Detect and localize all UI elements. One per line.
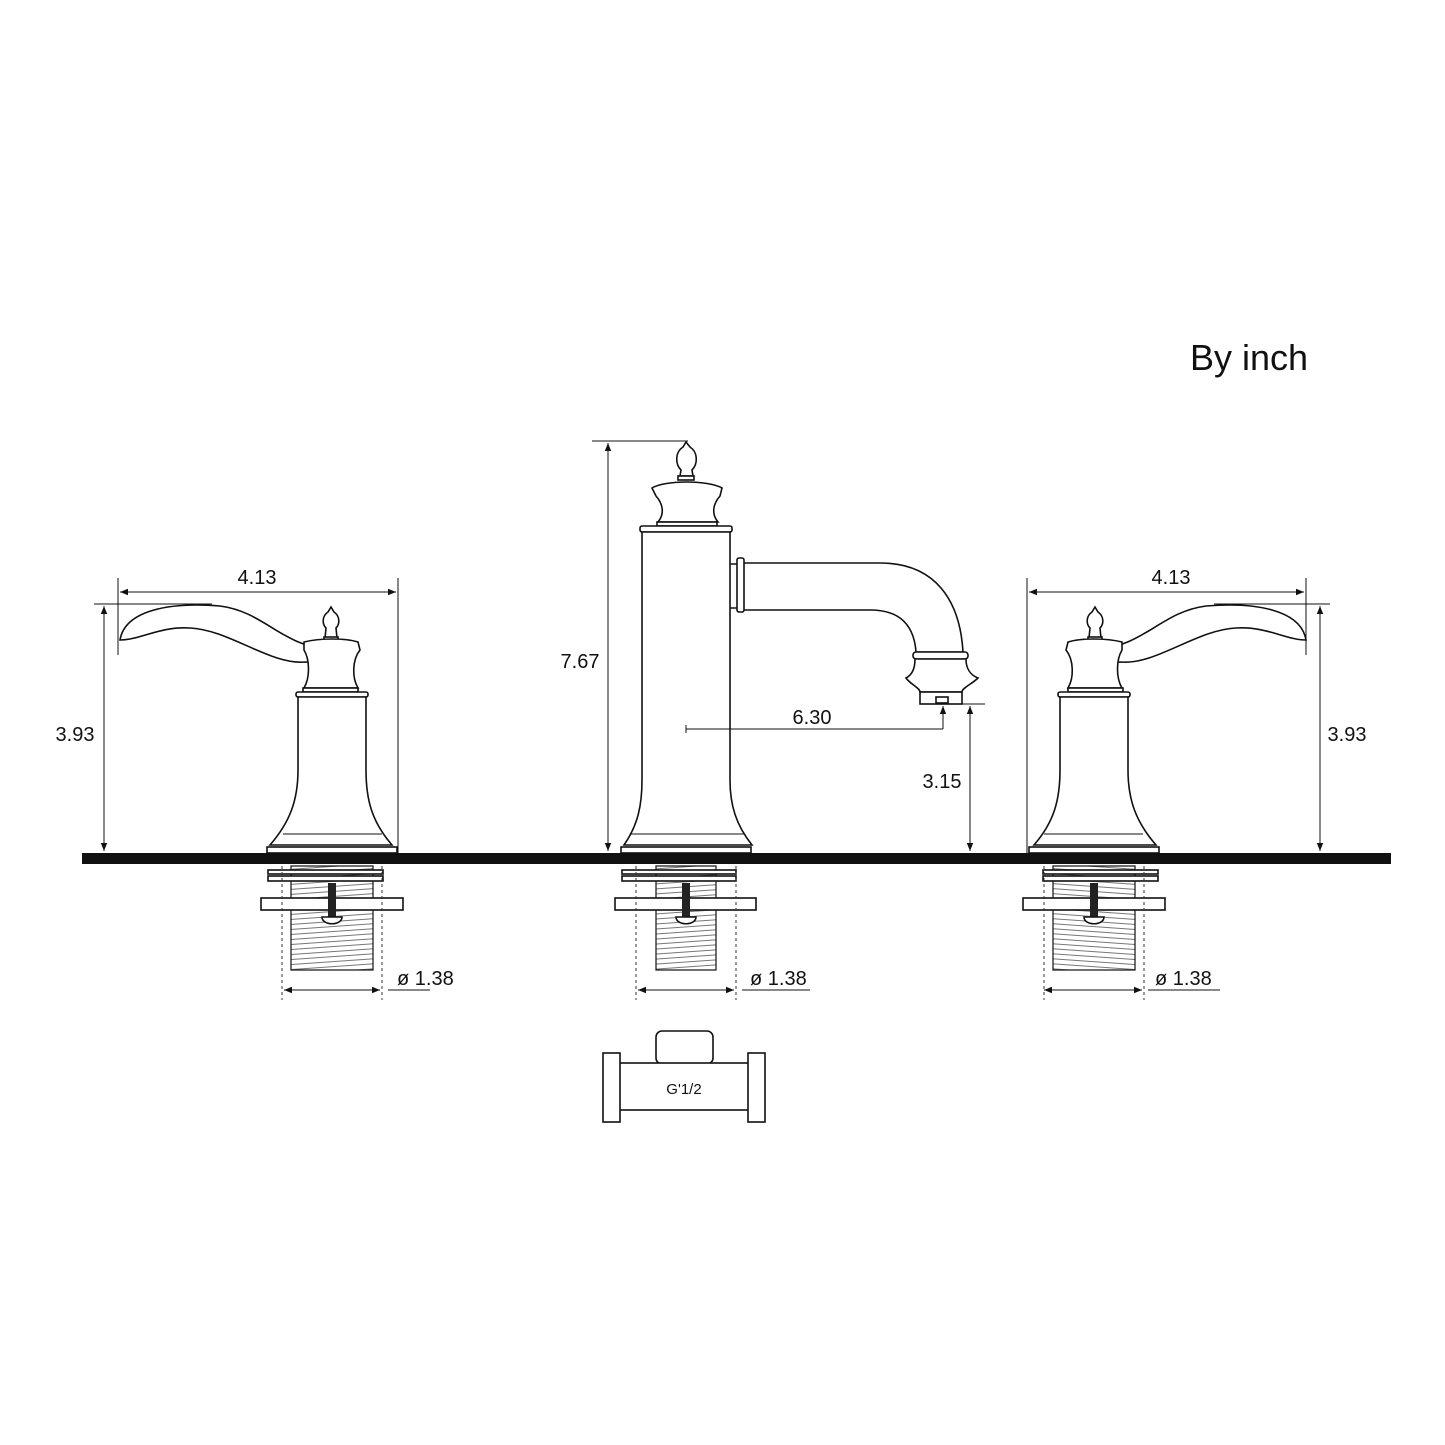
right-width-label: 4.13 bbox=[1152, 567, 1191, 589]
right-handle-dimensions: 4.13 3.93 ø 1.38 bbox=[1026, 567, 1367, 994]
right-diameter-label: ø 1.38 bbox=[1155, 968, 1212, 990]
left-diameter-label: ø 1.38 bbox=[397, 968, 454, 990]
spout-reach-label: 6.30 bbox=[793, 707, 832, 729]
connector-thread-label: G'1/2 bbox=[666, 1081, 701, 1098]
units-title: By inch bbox=[1190, 337, 1308, 378]
spout-height-label: 7.67 bbox=[561, 651, 600, 673]
right-handle-drawing bbox=[1022, 604, 1307, 1001]
left-width-label: 4.13 bbox=[238, 567, 277, 589]
center-spout-drawing bbox=[614, 440, 980, 1000]
tee-connector-drawing: G'1/2 bbox=[602, 1030, 766, 1123]
left-handle-drawing bbox=[119, 604, 404, 1001]
spout-clearance-label: 3.15 bbox=[923, 771, 962, 793]
left-height-label: 3.93 bbox=[56, 724, 95, 746]
sink-deck bbox=[82, 853, 1391, 864]
center-spout-dimensions: 7.67 6.30 3.15 ø 1.38 bbox=[561, 440, 985, 994]
right-height-label: 3.93 bbox=[1328, 724, 1367, 746]
left-handle-dimensions: 4.13 3.93 ø 1.38 bbox=[56, 567, 454, 994]
center-diameter-label: ø 1.38 bbox=[750, 968, 807, 990]
